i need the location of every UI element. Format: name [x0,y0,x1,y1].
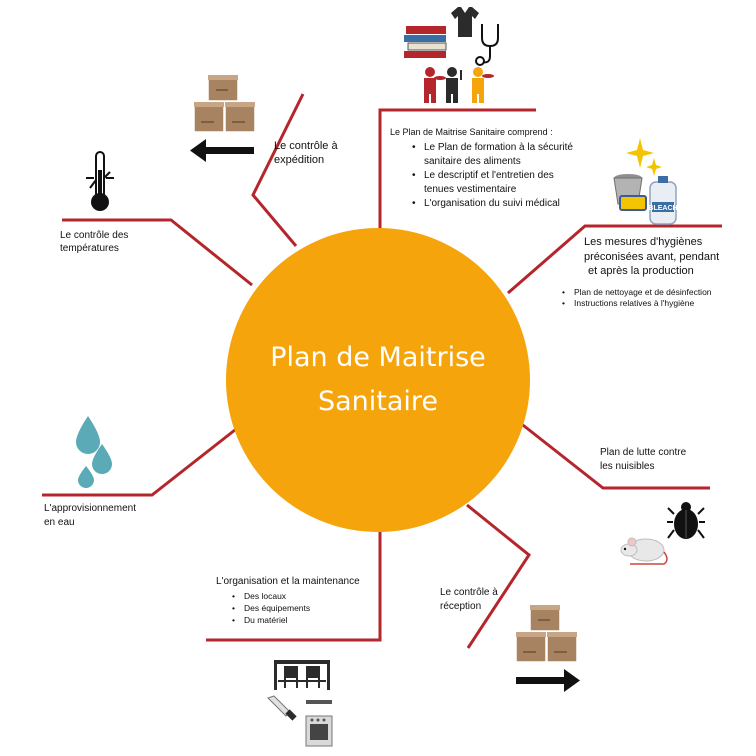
plan-item-2-line1: Le descriptif et l'entretien des [424,170,554,181]
arrow-right-icon [516,669,580,692]
branch-eau-label: L'approvisionnement en eau [44,502,164,530]
branch-reception-label: Le contrôle à réception [440,586,550,614]
eau-line1: L'approvisionnement [44,503,136,514]
staff-icon [424,67,494,103]
temperatures-line2: températures [60,243,119,254]
eau-line2: en eau [44,517,75,528]
plan-item-1-line1: Le Plan de formation à la sécurité [424,142,573,153]
line-expedition [251,93,305,247]
arrow-left-icon [190,139,254,162]
hygiene-item-nettoyage: Plan de nettoyage et de désinfection [560,287,756,298]
branch-nuisibles-label: Plan de lutte contre les nuisibles [600,446,730,474]
line-eau [42,424,241,497]
hygiene-list: Plan de nettoyage et de désinfection Ins… [560,287,756,309]
hygiene-line3: et après la production [588,265,694,277]
line-plan [378,108,536,228]
boxes-icon-reception [515,604,578,663]
organisation-title: L'organisation et la maintenance [216,576,360,587]
branch-plan-box: Le Plan de Maitrise Sanitaire comprend :… [390,126,590,211]
plan-item-2-line2: tenues vestimentaire [424,184,517,195]
bleach-label: BLEACH [648,205,677,212]
plan-item-1-line2: sanitaire des aliments [424,156,521,167]
mouse-icon [620,537,668,565]
organisation-item-materiel: Du matériel [230,614,386,626]
stethoscope-icon [475,24,499,66]
cleaning-icon: BLEACH [613,174,678,225]
expedition-line1: Le contrôle à [274,140,338,152]
reception-line2: réception [440,601,482,612]
line-organisation [206,532,382,642]
organisation-item-locaux: Des locaux [230,590,386,602]
thermometer-icon [86,151,114,211]
central-hub: Plan de Maitrise Sanitaire [226,228,530,532]
hygiene-line2: préconisées avant, pendant [584,250,720,263]
branch-organisation-box: L'organisation et la maintenance Des loc… [216,575,386,626]
kitchen-equipment-icon [267,660,333,747]
sparkle-icon [626,138,662,176]
plan-list: Le Plan de formation à la sécurité sanit… [410,141,590,211]
branch-temperatures-label: Le contrôle des températures [60,229,180,255]
expedition-line2: expédition [274,154,325,166]
reception-line1: Le contrôle à [440,587,498,598]
organisation-item-equipements: Des équipements [230,602,386,614]
hygiene-item-instructions: Instructions relatives à l'hygiène [560,298,756,309]
organisation-list: Des locaux Des équipements Du matériel [230,590,386,626]
water-drops-icon [76,416,112,488]
branch-expedition-label: Le contrôle à expédition [274,139,384,167]
hygiene-line1: Les mesures d'hygiènes [584,236,703,248]
plan-title: Le Plan de Maitrise Sanitaire comprend : [390,127,553,137]
uniform-icon [451,7,479,37]
plan-item-formation: Le Plan de formation à la sécurité sanit… [410,141,590,169]
line-temperatures [62,218,253,287]
plan-item-tenues: Le descriptif et l'entretien des tenues … [410,169,590,197]
plan-item-medical: L'organisation du suivi médical [410,197,590,211]
boxes-icon [193,74,256,133]
nuisibles-line2: les nuisibles [600,461,655,472]
temperatures-line1: Le contrôle des [60,230,129,241]
nuisibles-line1: Plan de lutte contre [600,447,687,458]
hub-title-line1: Plan de Maitrise [270,342,486,373]
hub-title-line2: Sanitaire [317,386,439,417]
bug-icon [667,502,705,539]
books-icon [404,26,447,58]
line-reception [466,503,531,649]
plan-item-3-line1: L'organisation du suivi médical [424,198,560,209]
branch-hygiene-label: Les mesures d'hygiènes préconisées avant… [584,235,754,279]
line-nuisibles [518,420,710,490]
line-hygiene [507,224,722,295]
